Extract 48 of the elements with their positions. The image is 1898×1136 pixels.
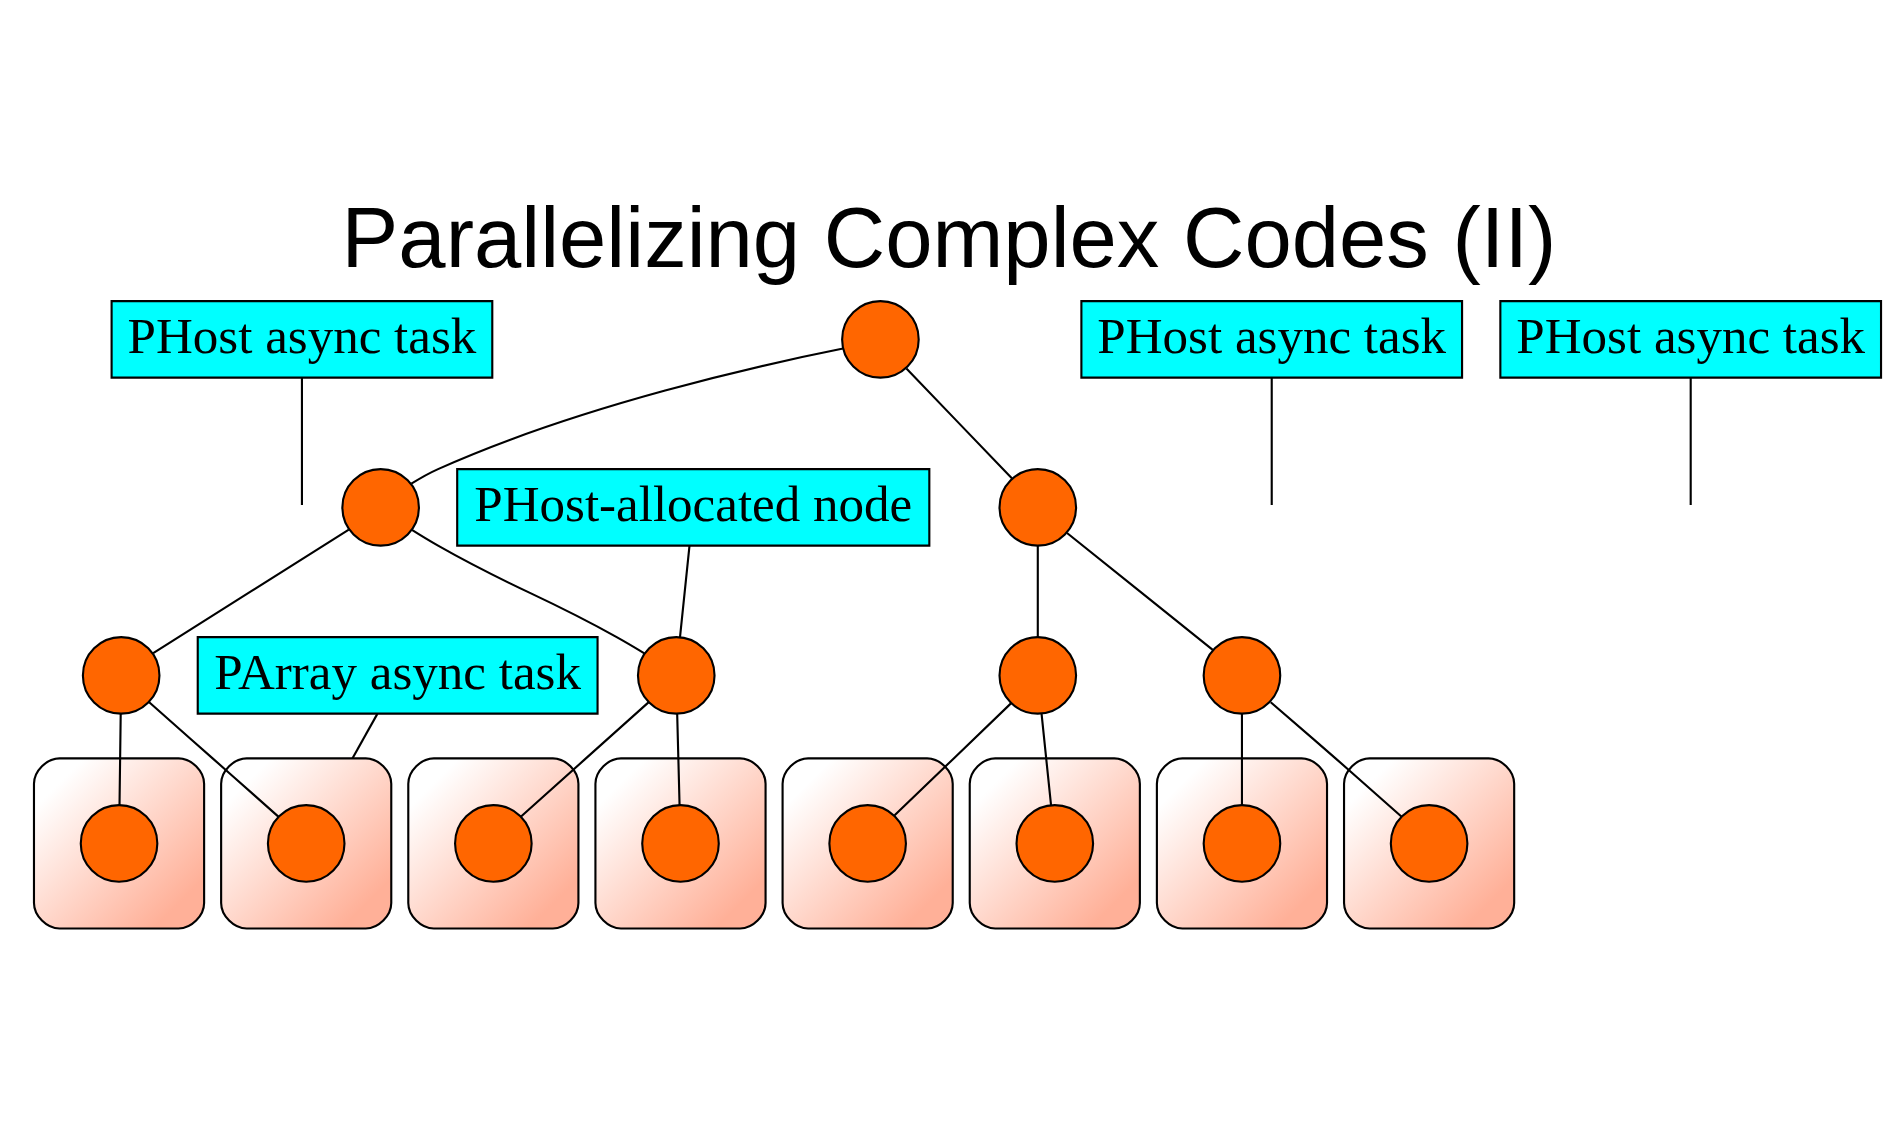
connector (148, 701, 280, 818)
node-circle (454, 804, 533, 883)
node-circle (81, 636, 161, 715)
connector (1270, 701, 1403, 818)
connector (410, 347, 844, 485)
connector (411, 529, 645, 655)
node-circle (998, 636, 1078, 715)
node-circle (341, 468, 420, 547)
node-box: PHost-allocated node (456, 468, 931, 547)
connector (1270, 377, 1273, 506)
node-circle (828, 804, 907, 883)
node-box: PHost async task (110, 300, 494, 379)
connector (1240, 713, 1244, 806)
node-circle (841, 300, 920, 379)
cluster (407, 757, 580, 930)
node-box: PHost async task (1080, 300, 1464, 379)
node-circle (266, 804, 346, 883)
cluster (781, 757, 954, 930)
connector (1689, 377, 1692, 506)
cluster (1342, 757, 1516, 930)
node-circle (998, 468, 1078, 547)
connector (1036, 545, 1039, 638)
node-box: PArray async task (196, 636, 599, 715)
connector (678, 545, 691, 638)
node-circle (1202, 636, 1282, 715)
connector (351, 713, 379, 759)
node-circle (1389, 804, 1469, 883)
connector (520, 701, 650, 818)
cluster (220, 757, 393, 930)
connector (905, 367, 1014, 480)
connector (893, 702, 1012, 817)
node-circle (1202, 804, 1282, 883)
node-circle (636, 636, 716, 715)
cluster (594, 757, 767, 930)
cluster (968, 757, 1141, 930)
connector (1066, 532, 1214, 651)
connector (676, 713, 681, 806)
node-box: PHost async task (1499, 300, 1883, 379)
node-circle (641, 804, 720, 883)
connector (1040, 713, 1053, 806)
connector (118, 713, 122, 806)
node-circle (79, 804, 159, 883)
connector (152, 528, 350, 654)
diagram-title: Parallelizing Complex Codes (II) (341, 190, 1557, 286)
node-circle (1015, 804, 1095, 883)
cluster (1155, 757, 1329, 930)
cluster (32, 757, 206, 930)
connector (300, 377, 303, 506)
